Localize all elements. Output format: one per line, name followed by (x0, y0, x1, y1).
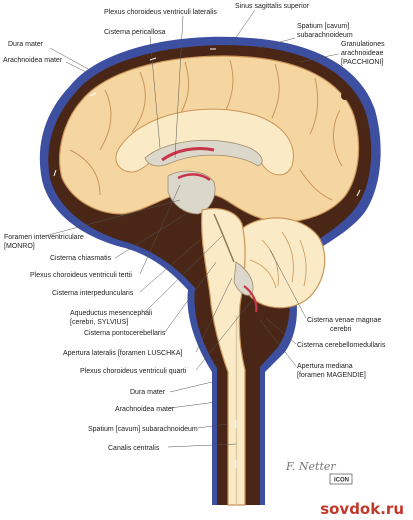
label-cisterna-chiasmatis: Cisterna chiasmatis (50, 255, 112, 262)
label-cisterna-interpeduncularis: Cisterna interpeduncularis (52, 290, 134, 297)
label-arachnoidea-mater-top: Arachnoidea mater (3, 57, 63, 64)
gyri (69, 59, 343, 201)
label-dura-mater-top: Dura mater (8, 41, 44, 48)
aqueduct (213, 213, 235, 263)
label-plexus-choroideus-ventriculi-quarti: Plexus choroideus ventriculi quarti (80, 368, 187, 375)
leader-lines (44, 9, 339, 448)
choroid-plexus-third (177, 173, 211, 181)
label-cisterna-pontocerebellaris: Cisterna pontocerebellaris (84, 330, 166, 337)
label-arachnoidea-mater-bottom: Arachnoidea mater (115, 406, 175, 413)
choroid-plexus-fourth (243, 285, 258, 313)
label-foramen-interventriculare-1: Foramen interventriculare (4, 234, 84, 241)
label-spatium-subarachnoideum-bottom: Spatium [cavum] subarachnoideum (88, 426, 198, 433)
choroid-plexus-lateral (161, 146, 215, 162)
artist-signature: F. Netter (285, 460, 336, 473)
lateral-ventricle (144, 139, 263, 167)
publisher-logo: ICON (329, 473, 353, 485)
flow-arrows (53, 48, 361, 468)
label-sinus-sagittalis-superior: Sinus sagittalis superior (235, 3, 310, 10)
label-spatium-subarachnoideum-top-1: Spatium [cavum] (297, 23, 349, 30)
corpus-callosum (115, 108, 294, 176)
watermark: sovdok.ru (320, 500, 404, 518)
label-granulationes-3: [PACCHIONI] (341, 59, 383, 66)
label-aqueductus-2: [cerebri, SYLVIUS] (70, 319, 128, 326)
label-plexus-choroideus-ventriculi-tertii: Plexus choroideus ventriculi tertii (30, 272, 132, 279)
label-plexus-choroideus-ventriculi-lateralis: Plexus choroideus ventriculi lateralis (104, 9, 217, 16)
label-spatium-subarachnoideum-top-2: subarachnoideum (297, 32, 353, 39)
label-apertura-mediana-2: [foramen MAGENDIE] (297, 372, 366, 379)
label-apertura-mediana-1: Apertura mediana (297, 363, 353, 370)
label-granulationes-2: arachnoideae (341, 50, 384, 57)
publisher-logo-text: ICON (334, 478, 349, 484)
label-foramen-interventriculare-2: [MONRO] (4, 243, 35, 250)
label-cisterna-pericallosa: Cisterna pericallosa (104, 29, 166, 36)
labels: Plexus choroideus ventriculi lateralis C… (3, 3, 386, 452)
label-granulationes-1: Granulationes (341, 41, 385, 48)
label-cisterna-cerebellomedullaris: Cisterna cerebellomedullaris (297, 342, 386, 349)
label-cisterna-venae-magnae-2: cerebri (330, 326, 352, 333)
label-apertura-lateralis: Apertura lateralis [foramen LUSCHKA] (63, 350, 182, 357)
label-cisterna-venae-magnae-1: Cisterna venae magnae (307, 317, 381, 324)
label-canalis-centralis: Canalis centralis (108, 445, 160, 452)
third-ventricle (167, 170, 216, 215)
label-aqueductus-1: Aqueductus mesencephali (70, 310, 153, 317)
anatomy-illustration (39, 36, 381, 506)
label-dura-mater-bottom: Dura mater (130, 389, 166, 396)
